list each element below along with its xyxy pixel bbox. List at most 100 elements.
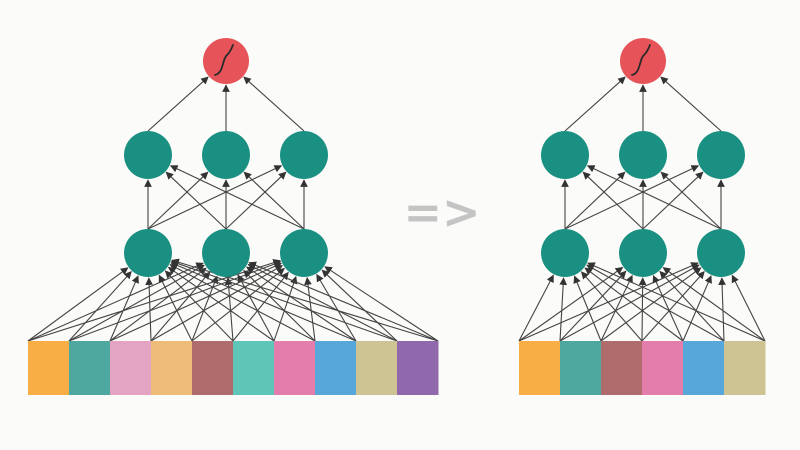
input-edge — [27, 267, 129, 342]
hidden-edge — [225, 171, 287, 230]
input-edge — [237, 274, 275, 342]
output-edge — [660, 76, 722, 132]
input-edge — [638, 277, 647, 342]
hidden-layer-2-node — [619, 131, 667, 179]
input-edge — [232, 271, 289, 342]
input-edge — [224, 277, 234, 342]
hidden-layer-1-node — [124, 229, 172, 277]
nodes-layer — [28, 38, 766, 395]
input-edge — [27, 262, 204, 342]
input-edge — [584, 267, 684, 342]
hidden-layer-1-node — [541, 229, 589, 277]
input-feature-segment — [683, 341, 725, 395]
edges-layer — [27, 76, 766, 342]
input-feature-bar — [519, 341, 766, 395]
input-edge — [68, 271, 132, 342]
hidden-edge — [642, 171, 704, 230]
input-edge — [652, 275, 684, 342]
input-feature-segment — [315, 341, 357, 395]
input-edge — [243, 270, 316, 342]
input-feature-segment — [642, 341, 684, 395]
input-edge — [304, 277, 316, 342]
input-edge — [68, 260, 282, 342]
input-feature-segment — [356, 341, 398, 395]
input-feature-segment — [192, 341, 234, 395]
transform-arrow-label: => — [403, 185, 480, 239]
hidden-edge — [243, 171, 305, 230]
hidden-edge — [660, 171, 722, 230]
input-edge — [158, 274, 193, 342]
input-edge — [559, 264, 700, 342]
input-edge — [27, 259, 281, 342]
input-edge — [580, 271, 643, 342]
input-edge — [600, 274, 633, 342]
input-edge — [324, 266, 439, 342]
input-edge — [559, 270, 627, 342]
hidden-layer-1-node — [280, 229, 328, 277]
input-feature-segment — [560, 341, 602, 395]
hidden-layer-2-node — [124, 131, 172, 179]
input-edge — [731, 274, 766, 342]
input-feature-segment — [233, 341, 275, 395]
hidden-edge — [564, 171, 626, 230]
input-feature-segment — [274, 341, 316, 395]
input-edge — [659, 270, 725, 342]
input-edge — [518, 274, 554, 342]
input-edge — [170, 261, 357, 342]
input-feature-segment — [397, 341, 439, 395]
output-edge — [243, 76, 305, 132]
input-edge — [682, 275, 712, 342]
transform-arrow: => — [403, 185, 480, 239]
input-edge — [150, 271, 211, 342]
input-edge — [600, 267, 702, 342]
input-edge — [518, 267, 624, 342]
input-edge — [169, 264, 316, 342]
input-feature-segment — [601, 341, 643, 395]
input-feature-segment — [519, 341, 561, 395]
output-node — [620, 38, 666, 84]
hidden-layer-2-node — [697, 131, 745, 179]
hidden-edge — [165, 171, 227, 230]
input-edge — [587, 262, 766, 342]
input-edge — [109, 275, 139, 342]
input-feature-segment — [110, 341, 152, 395]
output-edge — [564, 76, 626, 132]
output-node — [203, 38, 249, 84]
input-edge — [247, 263, 398, 342]
sigmoid-curve-icon — [631, 44, 651, 76]
input-edge — [641, 271, 705, 342]
hidden-layer-2-node — [541, 131, 589, 179]
input-feature-bar — [28, 341, 439, 395]
hidden-edge — [586, 165, 722, 230]
input-edge — [321, 269, 398, 342]
hidden-layer-2-node — [202, 131, 250, 179]
input-edge — [573, 275, 602, 342]
input-edge — [68, 264, 205, 342]
input-feature-segment — [28, 341, 70, 395]
input-edge — [150, 264, 283, 342]
hidden-edge — [169, 165, 305, 230]
input-feature-segment — [69, 341, 111, 395]
input-edge — [718, 277, 726, 342]
input-feature-segment — [151, 341, 193, 395]
input-edge — [586, 264, 725, 342]
input-feature-segment — [724, 341, 766, 395]
hidden-layer-1-node — [619, 229, 667, 277]
hidden-edge — [147, 165, 283, 230]
input-edge — [662, 267, 766, 342]
input-edge — [109, 267, 207, 342]
input-edge — [246, 266, 357, 342]
input-edge — [191, 267, 285, 342]
input-edge — [316, 273, 357, 342]
output-edge — [147, 76, 209, 132]
hidden-edge — [147, 171, 209, 230]
hidden-layer-2-node — [280, 131, 328, 179]
input-edge — [145, 277, 153, 342]
input-edge — [559, 277, 568, 342]
input-edge — [167, 266, 275, 342]
hidden-layer-1-node — [697, 229, 745, 277]
hidden-edge — [564, 165, 700, 230]
input-edge — [164, 270, 234, 342]
hidden-layer-1-node — [202, 229, 250, 277]
